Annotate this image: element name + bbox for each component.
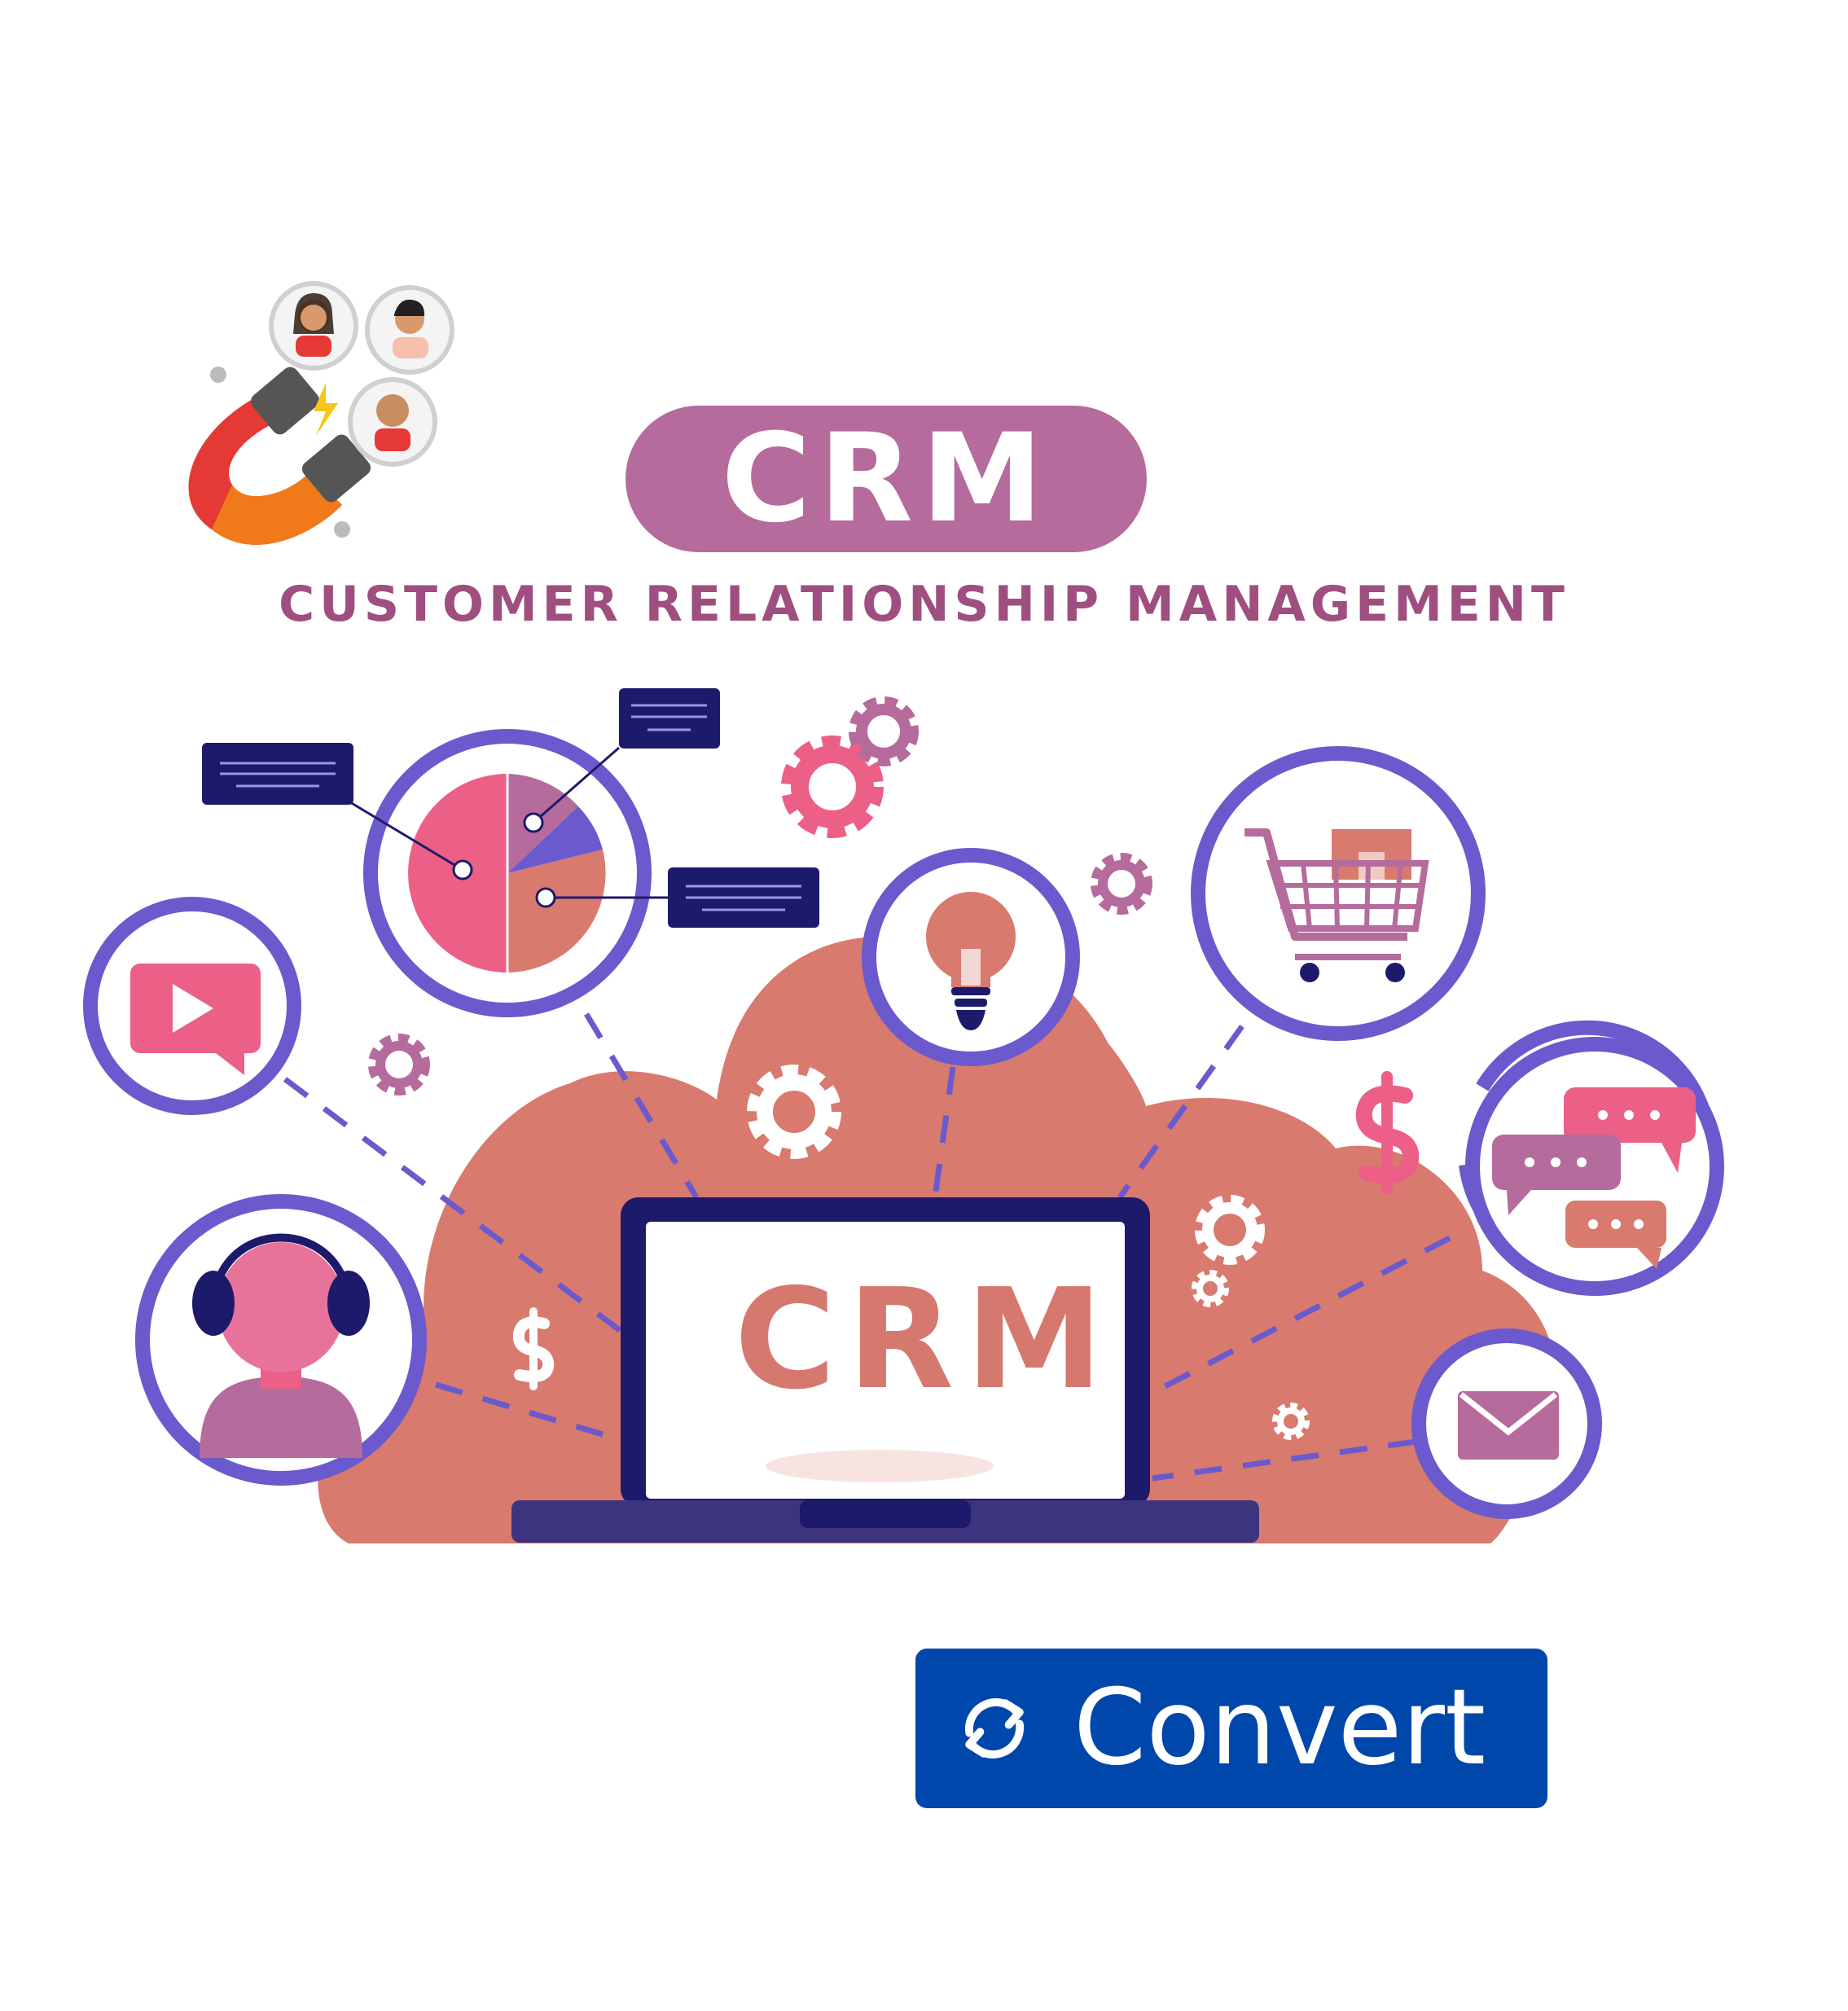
magnet-icon (188, 367, 371, 545)
customer-support-icon (135, 1194, 427, 1486)
convert-button[interactable]: Convert (915, 1649, 1547, 1808)
chat-bubbles-icon (1459, 1020, 1724, 1296)
envelope-icon (1411, 1328, 1602, 1519)
dollar-icon (1355, 1071, 1420, 1195)
gear-icon (1091, 853, 1152, 915)
shopping-cart-icon (1191, 746, 1486, 1041)
info-card-icon (202, 743, 353, 805)
info-card-icon (668, 867, 819, 928)
dollar-icon (512, 1307, 555, 1390)
video-play-icon (83, 897, 301, 1115)
gear-icon (781, 735, 884, 838)
pie-chart-icon (349, 729, 668, 1017)
gear-icon (849, 696, 919, 766)
connector-lines (283, 1012, 1451, 1482)
user-avatar-icon (269, 281, 358, 371)
gear-icon (1192, 1270, 1229, 1307)
info-card-icon (619, 688, 720, 749)
refresh-icon (964, 1698, 1025, 1759)
title-banner: CRM (626, 406, 1147, 552)
gear-icon (747, 1065, 841, 1159)
user-avatar-icon (365, 285, 454, 375)
gear-icon (368, 1034, 430, 1096)
laptop-screen-label: CRM (734, 1259, 1115, 1420)
page-subtitle: CUSTOMER RELATIONSHIP MANAGEMENT (279, 576, 1569, 633)
gear-icon (1272, 1403, 1310, 1440)
laptop-icon (511, 1197, 1259, 1543)
convert-button-label: Convert (1073, 1667, 1486, 1789)
user-avatar-icon (348, 377, 437, 467)
gear-icon (1195, 1195, 1265, 1265)
page-title: CRM (721, 408, 1051, 550)
lightbulb-icon (862, 848, 1080, 1066)
